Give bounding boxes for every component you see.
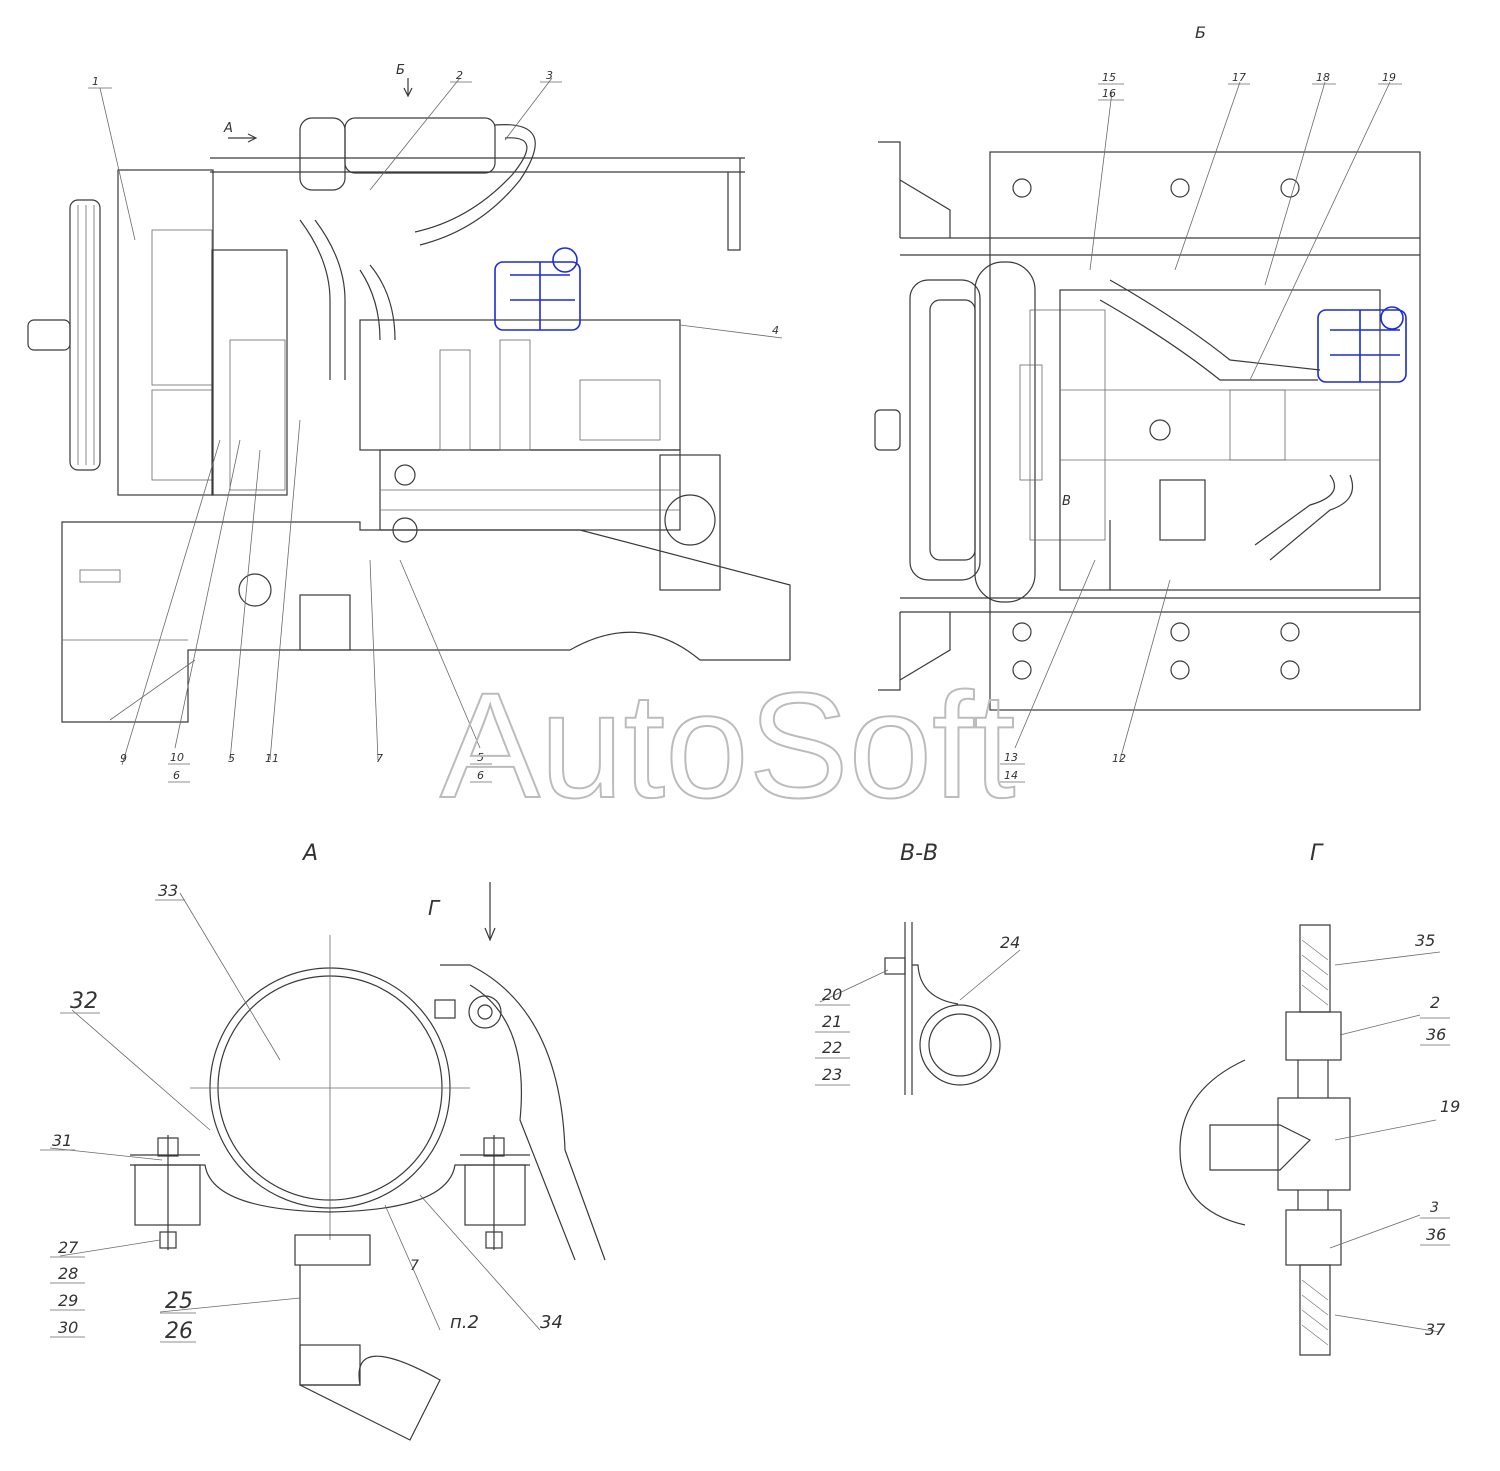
callout-5a: 5 [228,752,235,765]
callout-9: 9 [120,752,127,765]
view-g [1179,924,1441,1356]
callout-25: 25 [165,1289,193,1314]
turbocharger-side [494,247,581,331]
arrow-label-a: А [223,121,233,136]
callout-29: 29 [58,1291,78,1310]
callout-19-view-g: 19 [1440,1097,1460,1116]
callout-2: 2 [456,69,463,82]
callout-36b: 36 [1426,1225,1446,1244]
callout-17: 17 [1232,71,1246,84]
arrow-label-b: Б [396,63,405,78]
callout-30: 30 [58,1318,78,1337]
callout-underlines [40,81,1450,1343]
callout-6a: 6 [173,769,180,782]
callout-32: 32 [70,989,98,1014]
callout-16: 16 [1102,87,1116,100]
callout-21: 21 [822,1012,842,1031]
callout-36a: 36 [1426,1025,1446,1044]
callout-27: 27 [58,1238,79,1257]
callout-18: 18 [1316,71,1330,84]
callout-1: 1 [92,75,99,88]
callout-22: 22 [822,1038,842,1057]
callout-11: 11 [265,752,279,765]
section-title-vv: В-В [900,841,938,866]
callout-p2: п.2 [450,1312,479,1333]
side-view [27,77,791,766]
callout-24: 24 [1000,933,1020,952]
callout-28: 28 [58,1264,78,1283]
view-titles: Б Б А В А В-В Г Г [223,23,1324,920]
autosoft-watermark: AutoSoft [440,661,1015,829]
top-view-b [874,81,1421,761]
view-title-a: А [301,841,318,866]
callout-33: 33 [158,881,178,900]
view-arrow-label-g: Г [428,896,441,920]
callout-23: 23 [822,1065,842,1084]
callout-3: 3 [546,69,553,82]
view-title-b: Б [1195,23,1206,42]
callout-7: 7 [376,752,383,765]
callout-26: 26 [165,1319,193,1344]
callout-7-view-a: 7 [410,1258,419,1274]
callout-10: 10 [170,751,184,764]
callout-2-view-g: 2 [1430,993,1440,1012]
callout-5b: 5 [477,751,484,764]
callout-13: 13 [1004,751,1018,764]
callout-19: 19 [1382,71,1396,84]
mark-label-v: В [1062,494,1071,509]
callout-4: 4 [772,324,779,337]
callout-35: 35 [1415,931,1435,950]
callout-labels: 1 2 3 4 9 10 6 5 11 7 5 6 15 16 17 18 19… [52,69,1460,1344]
view-title-g: Г [1310,841,1324,866]
turbocharger-top [1317,306,1407,383]
callout-15: 15 [1102,71,1116,84]
callout-12: 12 [1112,752,1126,765]
callout-37: 37 [1425,1320,1446,1339]
callout-6b: 6 [477,769,484,782]
callout-14: 14 [1004,769,1018,782]
callout-20: 20 [822,985,842,1004]
callout-31: 31 [52,1131,72,1150]
section-v-v [819,922,1021,1095]
callout-34: 34 [540,1312,563,1333]
callout-3-view-g: 3 [1430,1200,1439,1216]
view-a [49,882,606,1441]
